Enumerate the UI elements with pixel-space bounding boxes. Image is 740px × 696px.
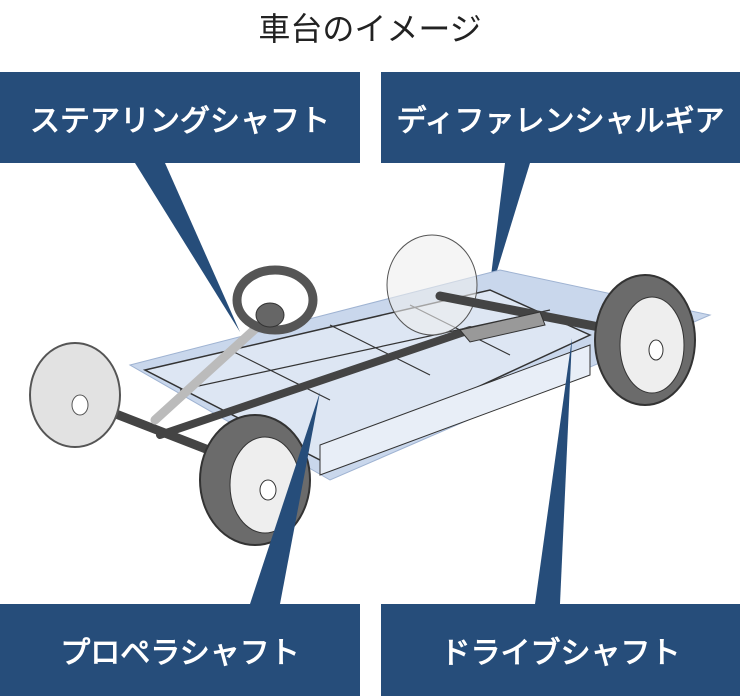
- label-propeller-shaft: プロペラシャフト: [0, 604, 360, 696]
- pointer-differential: [488, 163, 530, 300]
- label-differential-gear: ディファレンシャルギア: [381, 72, 740, 163]
- wheel-rear-left: [386, 234, 478, 336]
- label-steering-shaft: ステアリングシャフト: [0, 72, 360, 163]
- steering-wheel: [232, 265, 318, 335]
- side-rail: [319, 344, 591, 476]
- differential: [459, 311, 546, 343]
- pointer-steering: [135, 163, 240, 332]
- pointer-propeller: [250, 392, 320, 604]
- label-drive-shaft: ドライブシャフト: [381, 604, 740, 696]
- pointer-drive: [535, 338, 572, 604]
- diagram-title: 車台のイメージ: [258, 10, 482, 48]
- steering-shaft: [150, 315, 270, 425]
- propeller-shaft: [156, 326, 474, 439]
- wheel-front-left: [29, 342, 121, 448]
